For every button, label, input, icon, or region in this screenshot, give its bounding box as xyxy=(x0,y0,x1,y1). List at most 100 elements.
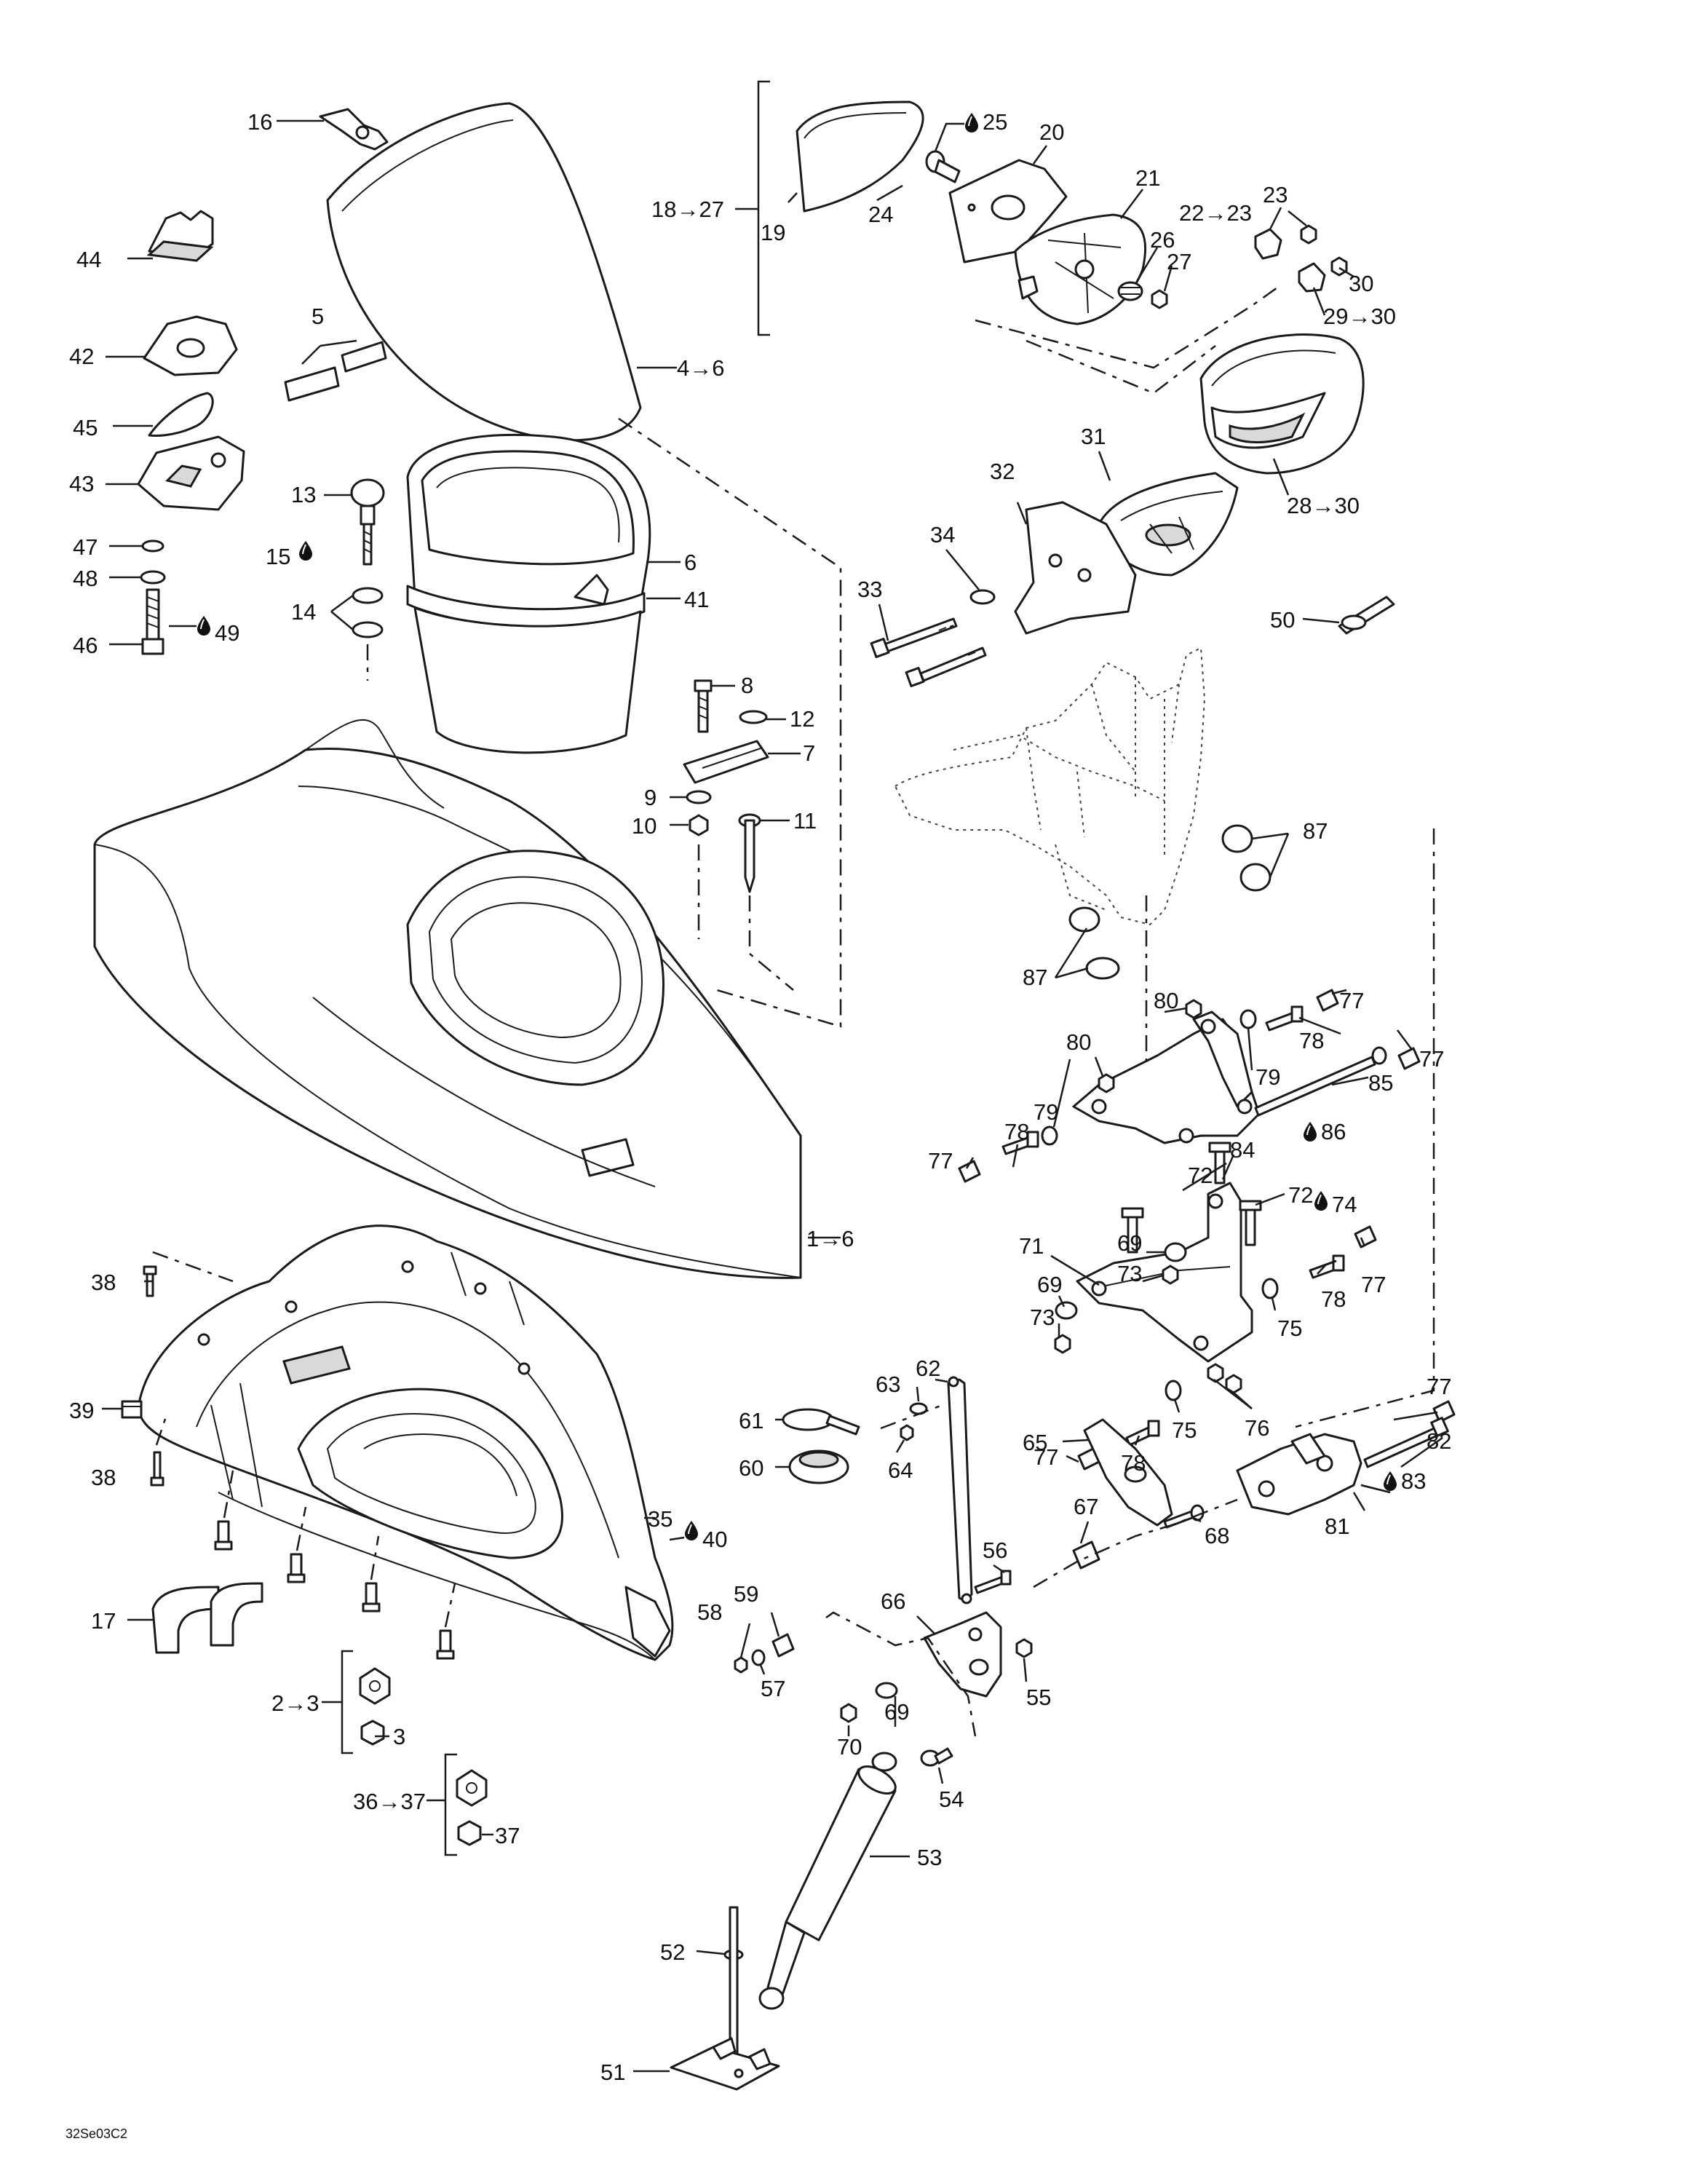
part-82-bolt xyxy=(1363,1417,1449,1468)
label-30: 30 xyxy=(1349,271,1373,296)
label-58: 58 xyxy=(697,1599,722,1625)
label-32: 32 xyxy=(990,459,1015,484)
label-65: 65 xyxy=(1023,1430,1047,1455)
part-75-washer-b xyxy=(1165,1380,1182,1401)
label-50: 50 xyxy=(1270,607,1295,633)
label-39: 39 xyxy=(69,1398,94,1423)
part-42-bracket xyxy=(143,315,238,376)
bracket-18-27 xyxy=(735,80,770,336)
label-43: 43 xyxy=(69,471,94,496)
part-87-bushings xyxy=(1068,824,1272,980)
sealant-drop-icon-74 xyxy=(1314,1190,1328,1211)
part-69-washer-a xyxy=(1164,1242,1187,1262)
part-56-screw xyxy=(974,1570,1012,1594)
label-64: 64 xyxy=(888,1457,913,1483)
label-81: 81 xyxy=(1325,1514,1349,1539)
part-12-washer xyxy=(739,710,768,724)
part-58-nut xyxy=(734,1656,748,1674)
label-80-b: 80 xyxy=(1066,1029,1091,1055)
part-81-bracket xyxy=(1236,1433,1362,1516)
part-48-washer xyxy=(140,570,166,585)
label-77-f: 77 xyxy=(1427,1374,1451,1399)
label-87-a: 87 xyxy=(1303,818,1328,844)
label-9: 9 xyxy=(644,785,656,810)
label-73-a: 73 xyxy=(1117,1261,1142,1286)
label-59: 59 xyxy=(734,1581,758,1607)
label-24: 24 xyxy=(868,202,893,227)
part-19-mirror xyxy=(796,100,924,213)
label-46: 46 xyxy=(73,633,98,658)
label-45: 45 xyxy=(73,415,98,440)
part-72-bolts xyxy=(1121,1142,1262,1254)
label-16: 16 xyxy=(247,109,272,135)
part-51-plate xyxy=(670,2037,780,2091)
label-79-a: 79 xyxy=(1255,1064,1280,1090)
seat-cover xyxy=(326,102,642,442)
part-73-nut-b xyxy=(1054,1334,1071,1354)
label-74: 74 xyxy=(1332,1192,1357,1217)
part-31-base xyxy=(1098,472,1239,577)
part-7-hinge xyxy=(683,740,769,784)
label-77-e: 77 xyxy=(1034,1444,1058,1470)
label-26: 26 xyxy=(1150,227,1175,253)
label-77-b: 77 xyxy=(1419,1046,1444,1072)
label-78-d: 78 xyxy=(1121,1450,1146,1476)
label-70: 70 xyxy=(837,1734,862,1760)
label-84: 84 xyxy=(1230,1137,1255,1163)
label-25: 25 xyxy=(983,109,1007,135)
label-40: 40 xyxy=(702,1527,727,1552)
bracket-36-37 xyxy=(427,1753,488,1856)
part-84-arm xyxy=(1072,1010,1261,1144)
label-69-b: 69 xyxy=(1037,1272,1062,1297)
label-53: 53 xyxy=(917,1845,942,1870)
part-62-rod xyxy=(947,1376,973,1605)
part-69-washer-b xyxy=(1055,1301,1078,1320)
label-21: 21 xyxy=(1135,165,1160,191)
part-14-washer-b xyxy=(352,621,384,638)
leader-lines xyxy=(102,119,1443,2073)
label-61: 61 xyxy=(739,1408,763,1433)
part-20-plate xyxy=(948,159,1068,264)
part-24-stem xyxy=(925,150,961,183)
label-69-a: 69 xyxy=(1117,1230,1142,1256)
label-66: 66 xyxy=(881,1588,905,1614)
part-60-grommet xyxy=(788,1449,849,1484)
part-11-pin xyxy=(738,813,761,893)
label-60: 60 xyxy=(739,1455,763,1481)
label-57: 57 xyxy=(761,1676,785,1701)
part-65-plate xyxy=(1083,1418,1173,1527)
part-38-screw-b xyxy=(150,1451,164,1487)
part-78-bolt-mid xyxy=(1309,1259,1337,1272)
label-10: 10 xyxy=(632,813,656,839)
label-14: 14 xyxy=(291,599,316,625)
label-56: 56 xyxy=(983,1538,1007,1563)
part-23-nut xyxy=(1300,224,1317,245)
label-22-23: 22→23 xyxy=(1179,200,1252,226)
part-61-clamp xyxy=(782,1408,860,1436)
label-49: 49 xyxy=(215,620,239,646)
part-8-screw xyxy=(694,679,713,733)
steering-frame-outline xyxy=(894,646,1206,926)
part-21-housing xyxy=(1014,213,1147,325)
part-10-nut xyxy=(689,814,709,836)
label-83: 83 xyxy=(1401,1468,1426,1494)
part-13-stud xyxy=(350,478,385,566)
label-29-30: 29→30 xyxy=(1323,304,1396,329)
part-53-gas-spring xyxy=(758,1752,897,2010)
inner-pan xyxy=(137,1224,674,1661)
label-19: 19 xyxy=(761,220,785,245)
part-80-nut-a xyxy=(1185,999,1202,1019)
part-28-mirror-shell xyxy=(1199,333,1365,475)
label-72-a: 72 xyxy=(1188,1163,1213,1188)
label-11: 11 xyxy=(793,808,817,834)
label-75-a: 75 xyxy=(1277,1315,1302,1341)
label-15: 15 xyxy=(266,544,290,569)
label-6: 6 xyxy=(684,550,697,575)
label-78-b: 78 xyxy=(1004,1119,1029,1144)
label-78-c: 78 xyxy=(1321,1286,1346,1312)
part-26-spring xyxy=(1117,281,1143,301)
label-4-6: 4→6 xyxy=(677,355,724,381)
sealant-drop-icon-86 xyxy=(1303,1121,1317,1142)
label-2-3: 2→3 xyxy=(271,1690,319,1716)
part-44-latch xyxy=(146,210,214,262)
